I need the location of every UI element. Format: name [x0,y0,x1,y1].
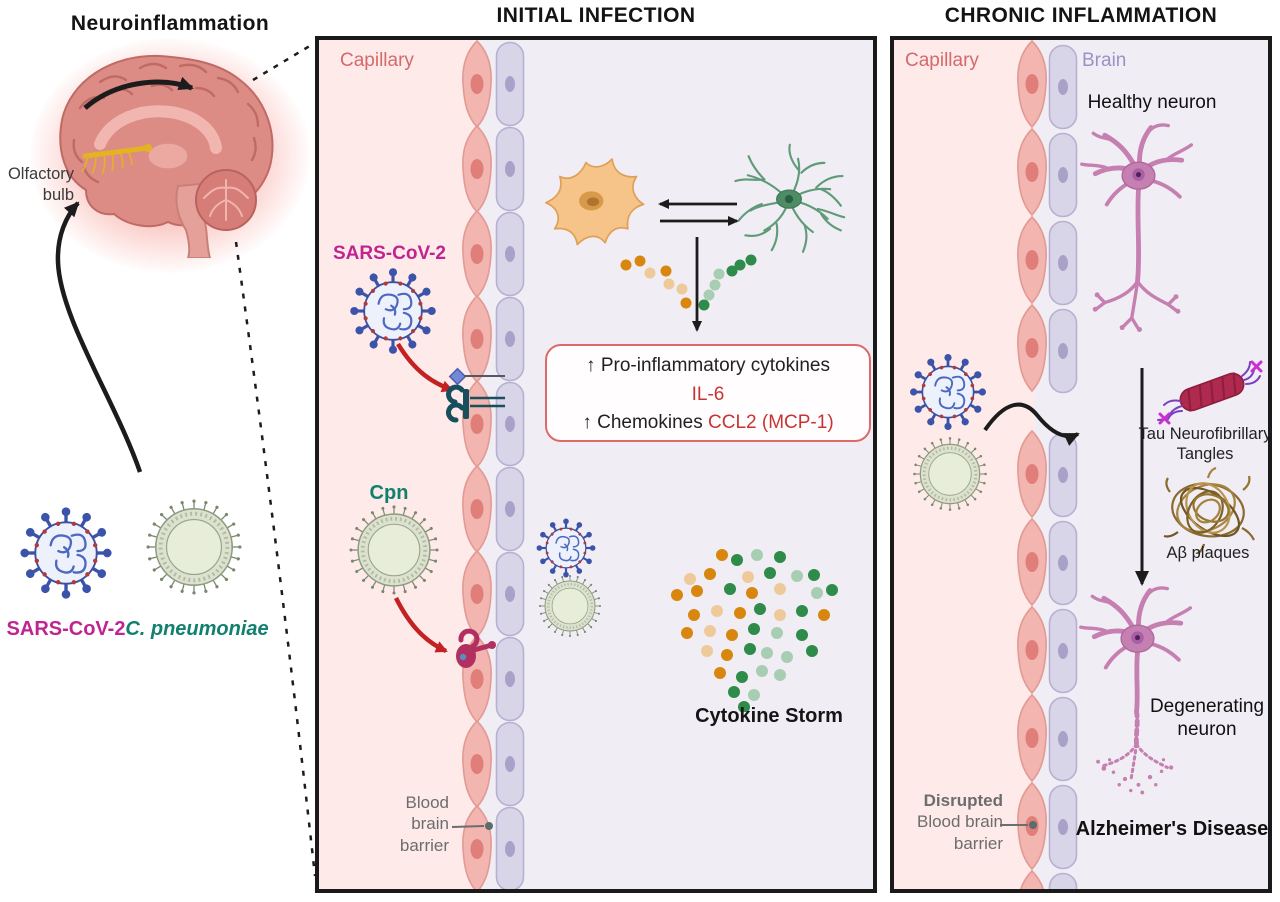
sars-cov-2-icon [348,266,438,356]
amyloid-plaques-label: Aβ plaques [1166,544,1250,562]
tau-tangle-icon [1157,360,1263,425]
sars-cov-2-icon [18,505,114,601]
astrocyte-endfeet-column [495,41,525,889]
cytokine-storm-label: Cytokine Storm [695,705,843,727]
endothelial-cell-column [1017,40,1047,889]
olfactory-bulb-fibers [81,144,152,175]
degenerating-neuron-label: Degenerating neuron [1149,696,1265,740]
brain-spread-arrow [83,76,194,110]
disrupted-bbb-label: Disrupted Blood brain barrier [916,791,1003,853]
endothelial-cell-column [462,40,492,889]
cytokine-box: ↑ Pro-inflammatory cytokines IL-6 ↑ Chem… [545,344,871,442]
sars-cov-2-label: SARS-CoV-2 [6,618,126,640]
cytokine-box-line2: IL-6 [691,383,725,405]
alzheimers-disease-label: Alzheimer's Disease [1075,818,1269,840]
chronic-inflammation-panel: Capillary Brain Healthy neuron [890,36,1272,893]
cerebellum-tree [203,179,249,221]
degenerating-neuron-icon [1075,579,1200,805]
disrupted-barrier-cells [1017,40,1078,889]
sars-cov-2-panel-label: SARS-CoV-2 [333,243,446,264]
astrocyte-icon [734,143,846,253]
neuroinflammation-title: Neuroinflammation [70,12,270,35]
tau-tangles-label: Tau Neurofibrillary Tangles [1138,425,1272,463]
capillary-zone [319,40,479,889]
capillary-label: Capillary [340,50,414,71]
healthy-neuron-label: Healthy neuron [1087,92,1217,113]
amyloid-plaque-icon [1163,466,1255,554]
cytokine-storm-dots [671,549,838,712]
cpn-panel-label: Cpn [369,482,409,504]
c-pneumoniae-icon [348,504,440,596]
c-pneumoniae-small-icon [538,574,602,638]
dashed-connector-bottom [234,241,317,877]
chronic-inflammation-title: CHRONIC INFLAMMATION [944,4,1218,27]
capillary-label: Capillary [905,50,979,71]
olfactory-bulb-label: Olfactory bulb [7,165,74,204]
cytokine-box-line1: ↑ Pro-inflammatory cytokines [586,355,830,376]
sars-cov-2-small-icon [535,517,597,579]
c-pneumoniae-icon [912,436,988,512]
microglia-icon [545,158,645,246]
blood-brain-barrier-label: Blood brain barrier [399,793,449,855]
sars-cov-2-icon [908,352,988,432]
c-pneumoniae-icon [145,498,243,596]
brain-zone-label: Brain [1082,50,1127,71]
astrocyte-endfeet-column [1048,44,1078,889]
initial-infection-title: INITIAL INFECTION [496,4,696,27]
blood-brain-barrier-cells [462,40,525,889]
initial-infection-panel: Capillary SARS-CoV-2 Cpn ↑ Pro-inflammat… [315,36,877,893]
c-pneumoniae-label: C. pneumoniae [125,618,269,640]
brain-illustration [59,54,274,258]
healthy-neuron-icon [1076,116,1201,342]
cytokine-box-line3: ↑ Chemokines CCL2 (MCP-1) [582,412,834,433]
